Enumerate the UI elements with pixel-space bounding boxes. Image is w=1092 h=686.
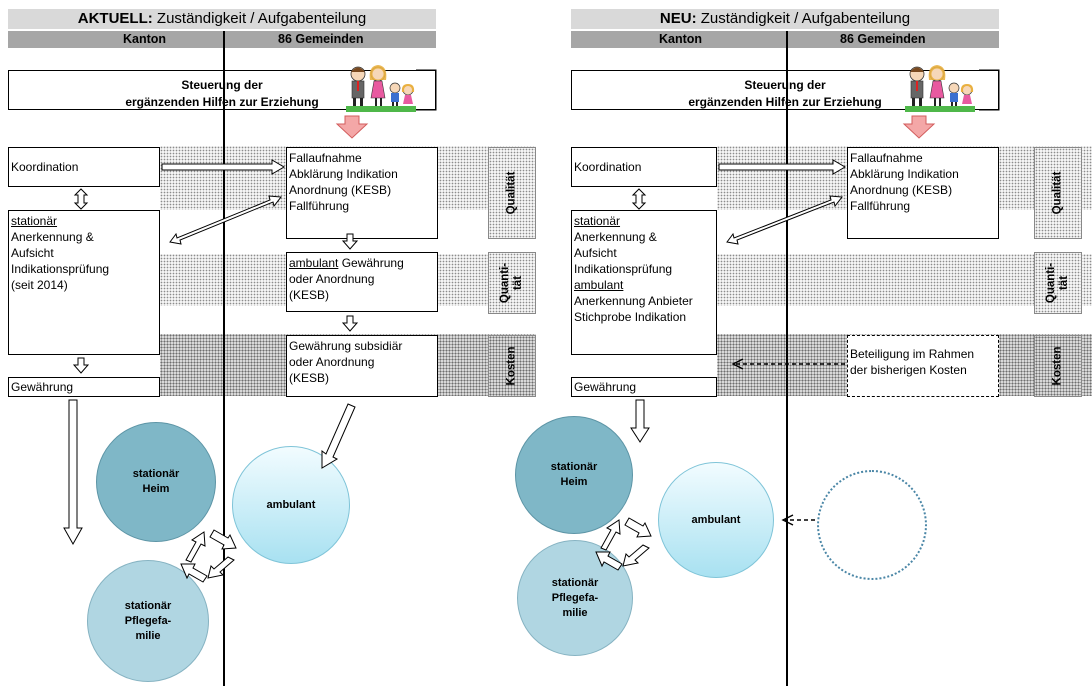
column-kanton: Kanton: [659, 32, 703, 46]
kanton-block-box: stationär Anerkennung & Aufsicht Indikat…: [571, 210, 717, 355]
ambulant-gewaehrung-box: ambulant Gewährung oder Anordnung (KESB): [286, 252, 438, 312]
gewaehrung-box: Gewährung: [571, 377, 717, 397]
fallaufnahme-box: Fallaufnahme Abklärung Indikation Anordn…: [847, 147, 999, 239]
side-label-quantitaet: Quanti-tät: [488, 252, 536, 314]
column-header-bar: Kanton 86 Gemeinden: [571, 31, 999, 48]
steuerung-box: Steuerung der ergänzenden Hilfen zur Erz…: [571, 70, 999, 110]
koordination-box: Koordination: [571, 147, 717, 187]
panel-title: AKTUELL: Zuständigkeit / Aufgabenteilung: [8, 9, 436, 29]
side-label-kosten: Kosten: [1034, 335, 1082, 397]
panel-neu: NEU: Zuständigkeit / Aufgabenteilung Kan…: [515, 0, 1092, 686]
column-gemeinden: 86 Gemeinden: [278, 32, 364, 46]
column-kanton: Kanton: [123, 32, 167, 46]
side-label-quantitaet: Quanti-tät: [1034, 252, 1082, 314]
family-icon: [346, 65, 416, 112]
side-label-qualitaet: Qualität: [488, 147, 536, 239]
family-icon: [905, 65, 975, 112]
fallaufnahme-box: Fallaufnahme Abklärung Indikation Anordn…: [286, 147, 438, 239]
pink-down-arrow-icon: [902, 115, 936, 139]
subsidiaer-box: Gewährung subsidiär oder Anordnung (KESB…: [286, 335, 438, 397]
koordination-box: Koordination: [8, 147, 160, 187]
column-header-bar: Kanton 86 Gemeinden: [8, 31, 436, 48]
circle-dashed-placeholder: [817, 470, 927, 580]
circle-ambulant: ambulant: [658, 462, 774, 578]
dashed-arrow-icon: [781, 514, 815, 526]
circle-ambulant: ambulant: [232, 446, 350, 564]
side-label-kosten: Kosten: [488, 335, 536, 397]
gewaehrung-box: Gewährung: [8, 377, 160, 397]
panel-aktuell: AKTUELL: Zuständigkeit / Aufgabenteilung…: [8, 9, 536, 686]
circular-arrows-icon: [180, 529, 237, 583]
kanton-stationaer-box: stationär Anerkennung & Aufsicht Indikat…: [8, 210, 160, 355]
side-label-qualitaet: Qualität: [1034, 147, 1082, 239]
pink-down-arrow-icon: [335, 115, 369, 139]
band-quantitaet: [717, 254, 1092, 306]
beteiligung-box: Beteiligung im Rahmen der bisherigen Kos…: [847, 335, 999, 397]
column-gemeinden: 86 Gemeinden: [840, 32, 926, 46]
panel-title: NEU: Zuständigkeit / Aufgabenteilung: [571, 9, 999, 29]
